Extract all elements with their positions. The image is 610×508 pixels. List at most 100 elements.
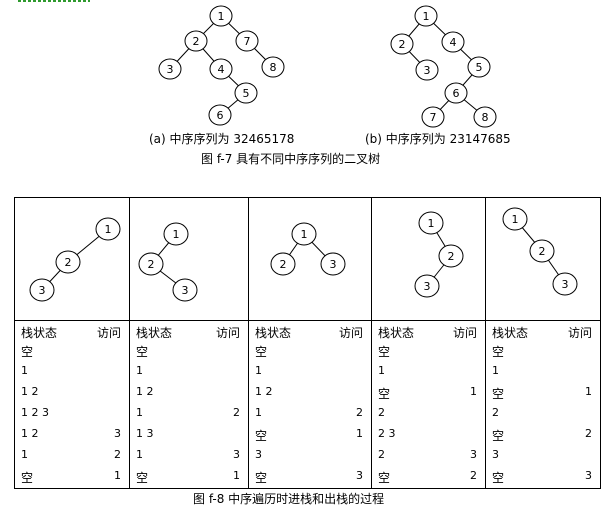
stack-state: 2 [492, 406, 499, 419]
column-tree: 123 [138, 222, 198, 302]
stack-row: 空 [136, 343, 240, 359]
stack-row: 3 [492, 448, 592, 464]
caption-a: (a) 中序序列为 32465178 [149, 132, 295, 146]
column-tree: 123 [502, 207, 578, 296]
visited-node: 1 [114, 469, 121, 482]
col2-tree-node-2 [138, 252, 164, 276]
col4-tree-node-3 [414, 274, 440, 298]
tree-a-node-label: 1 [218, 10, 225, 23]
visited-node: 2 [356, 406, 363, 419]
visited-node: 2 [470, 469, 477, 482]
col1-tree-node-label: 2 [65, 256, 72, 269]
stack-row: 2 [378, 406, 477, 422]
header-stack-state: 栈状态 [255, 326, 292, 340]
stack-state: 2 [378, 448, 385, 461]
tree-a-node-label: 7 [244, 35, 251, 48]
header-visit: 访问 [452, 326, 477, 340]
visited-node: 1 [470, 385, 477, 398]
stack-state: 1 [136, 364, 143, 377]
stack-state: 空 [136, 345, 149, 359]
tree-a-node-2 [184, 30, 208, 52]
column-tree: 1 2 3 [270, 222, 346, 276]
tree-a-node-3 [158, 58, 182, 80]
col3-tree-node-label: 1 [301, 228, 308, 241]
stack-state: 2 3 [378, 427, 396, 440]
stack-state: 1 [255, 364, 262, 377]
tree-b-node-1 [414, 5, 438, 27]
tree-b-node-label: 6 [453, 87, 460, 100]
column-header: 栈状态 访问 [255, 324, 363, 340]
stack-state: 1 [21, 364, 28, 377]
fig7-title: 图 f-7 具有不同中序序列的二叉树 [201, 152, 381, 166]
stack-state: 1 [136, 448, 143, 461]
stack-state: 空 [378, 471, 391, 485]
column-header: 栈状态访问 [21, 324, 121, 340]
spellcheck-underline-fragment [18, 0, 90, 2]
header-stack-state: 栈状态 [136, 326, 173, 340]
stack-row: 1 [21, 364, 121, 380]
visited-node: 1 [585, 385, 592, 398]
col2-tree-node-3 [172, 278, 198, 302]
column-header: 栈状态访问 [378, 324, 477, 340]
stack-state: 1 2 [255, 385, 273, 398]
tree-b-node-6 [444, 82, 468, 104]
visited-node: 3 [114, 427, 121, 440]
col3-tree-node-label: 2 [280, 258, 287, 271]
tree-b-node-label: 2 [399, 38, 406, 51]
col2-tree-node-label: 1 [173, 228, 180, 241]
stack-row: 空 [378, 343, 477, 359]
column-tree-area: 1 2 3 [249, 198, 371, 321]
stack-row: 1 [136, 364, 240, 380]
col3-tree-node-2 [270, 252, 296, 276]
column-header: 栈状态访问 [136, 324, 240, 340]
stack-state: 空 [136, 471, 149, 485]
visited-node: 3 [470, 448, 477, 461]
stack-row: 1 [255, 364, 363, 380]
stack-state: 空 [492, 387, 505, 401]
stack-row: 空 [492, 343, 592, 359]
tree-a-node-4 [209, 58, 233, 80]
col5-tree-node-3 [552, 272, 578, 296]
caption-b: (b) 中序序列为 23147685 [365, 132, 511, 146]
col4-tree-node-label: 3 [424, 280, 431, 293]
col2-tree-node-1 [163, 222, 189, 246]
header-visit: 访问 [338, 326, 363, 340]
stack-state: 空 [378, 387, 391, 401]
stack-state: 2 [378, 406, 385, 419]
col3-tree-node-1 [291, 222, 317, 246]
col4-tree-node-2 [438, 244, 464, 268]
stack-row: 1 3 [136, 427, 240, 443]
col1-tree-node-label: 3 [39, 284, 46, 297]
stack-state: 1 [255, 406, 262, 419]
tree-b-node-4 [441, 31, 465, 53]
stack-state: 1 [378, 364, 385, 377]
stack-state: 空 [255, 471, 268, 485]
tree-b-node-label: 4 [450, 36, 457, 49]
stack-state: 空 [492, 429, 505, 443]
column-header: 栈状态访问 [492, 324, 592, 340]
stack-row: 1 [492, 364, 592, 380]
tree-a-node-label: 3 [167, 63, 174, 76]
stack-state: 3 [255, 448, 262, 461]
visited-node: 3 [356, 469, 363, 482]
col3-tree-node-label: 3 [330, 258, 337, 271]
tree-a-node-5 [234, 82, 258, 104]
col4-tree-node-label: 1 [428, 217, 435, 230]
col1-tree-node-label: 1 [105, 223, 112, 236]
